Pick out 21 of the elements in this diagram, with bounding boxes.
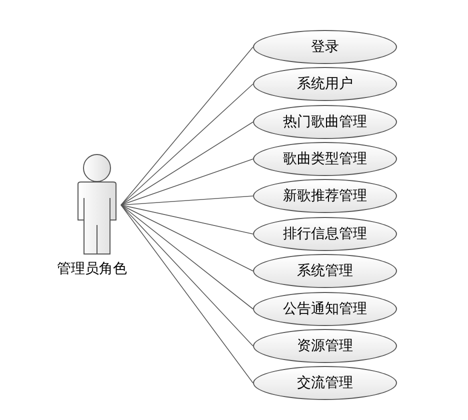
connector-line: [120, 204, 254, 272]
use-case-ellipse: 资源管理: [253, 329, 397, 363]
use-case-ellipse: 热门歌曲管理: [253, 105, 397, 139]
connector-line: [120, 204, 254, 234]
use-case-ellipse: 登录: [253, 30, 397, 64]
connector-line: [120, 204, 254, 346]
use-case-ellipse: 公告通知管理: [253, 292, 397, 326]
connector-line: [120, 204, 254, 384]
use-case-ellipse: 排行信息管理: [253, 217, 397, 251]
connector-line: [120, 84, 254, 206]
use-case-ellipse: 歌曲类型管理: [253, 142, 397, 176]
use-case-ellipse: 交流管理: [253, 366, 397, 400]
use-case-ellipse: 新歌推荐管理: [253, 179, 397, 213]
use-case-ellipse: 系统管理: [253, 254, 397, 288]
connector-line: [120, 158, 254, 206]
connector-line: [120, 204, 254, 310]
actor-label: 管理员角色: [57, 260, 127, 278]
connector-line: [120, 46, 254, 206]
connector-line: [120, 122, 254, 206]
use-case-ellipse: 系统用户: [253, 67, 397, 101]
connector-line: [120, 196, 254, 206]
